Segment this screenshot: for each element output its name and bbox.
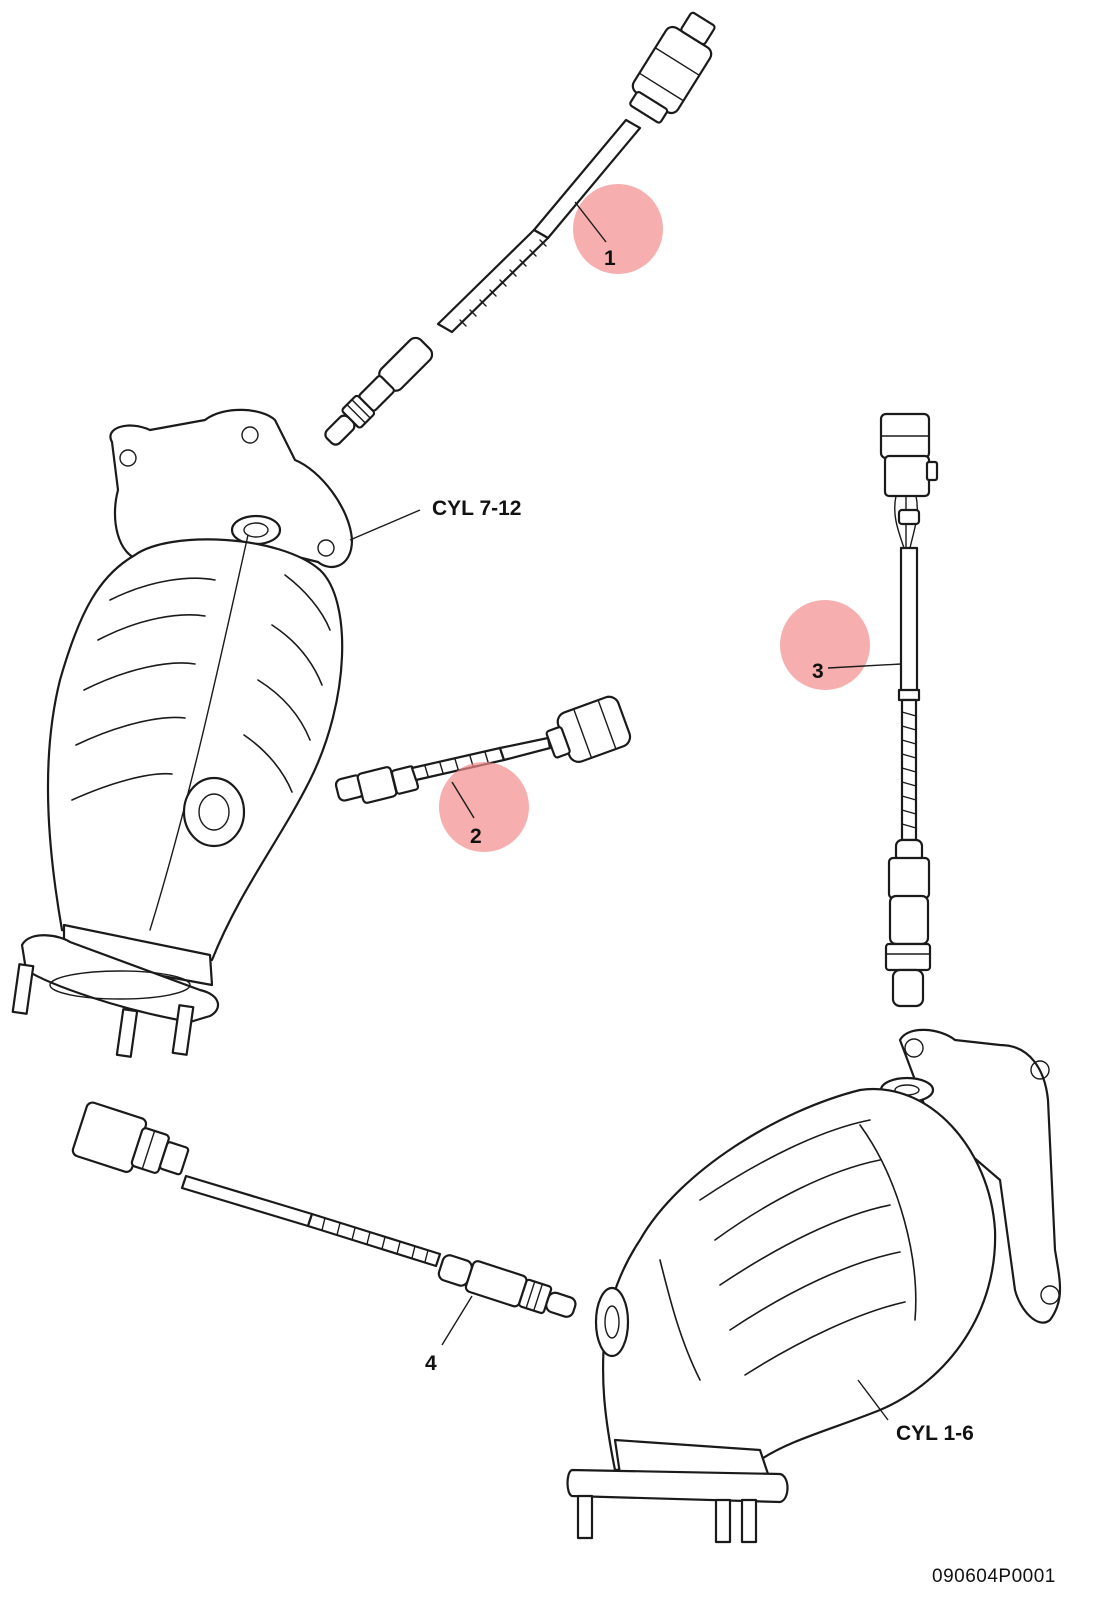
- callout-3-leader: [827, 663, 902, 669]
- callout-1-number: 1: [604, 247, 616, 270]
- callout-2-highlight: [439, 762, 529, 852]
- callout-4-leader: [441, 1295, 473, 1346]
- callout-2-number: 2: [470, 825, 482, 848]
- cyl-1-6-label: CYL 1-6: [896, 1422, 974, 1445]
- diagram-reference-code: 090604P0001: [932, 1566, 1056, 1587]
- oxygen-sensor-3[interactable]: [879, 412, 939, 1008]
- callout-3-number: 3: [812, 660, 824, 683]
- catalytic-converter-cyl-7-12[interactable]: [11, 408, 354, 1058]
- catalytic-converter-cyl-1-6[interactable]: [566, 1028, 1062, 1544]
- callout-1[interactable]: 1: [573, 184, 663, 274]
- callout-1-highlight: [573, 184, 663, 274]
- callout-4-number: 4: [425, 1352, 437, 1375]
- cyl-7-12-label: CYL 7-12: [432, 497, 522, 520]
- callout-2[interactable]: 2: [439, 762, 529, 852]
- oxygen-sensor-4[interactable]: [71, 1101, 579, 1324]
- oxygen-sensor-2[interactable]: [334, 694, 633, 804]
- callout-4[interactable]: 4: [425, 1295, 473, 1375]
- callout-2-leader: [451, 781, 475, 819]
- callout-3-highlight: [780, 600, 870, 690]
- cyl-1-6-leader: [857, 1379, 889, 1421]
- cyl-7-12-leader: [349, 509, 421, 541]
- callout-1-leader: [574, 201, 607, 243]
- callout-3[interactable]: 3: [780, 600, 902, 690]
- oxygen-sensor-1[interactable]: [319, 5, 725, 450]
